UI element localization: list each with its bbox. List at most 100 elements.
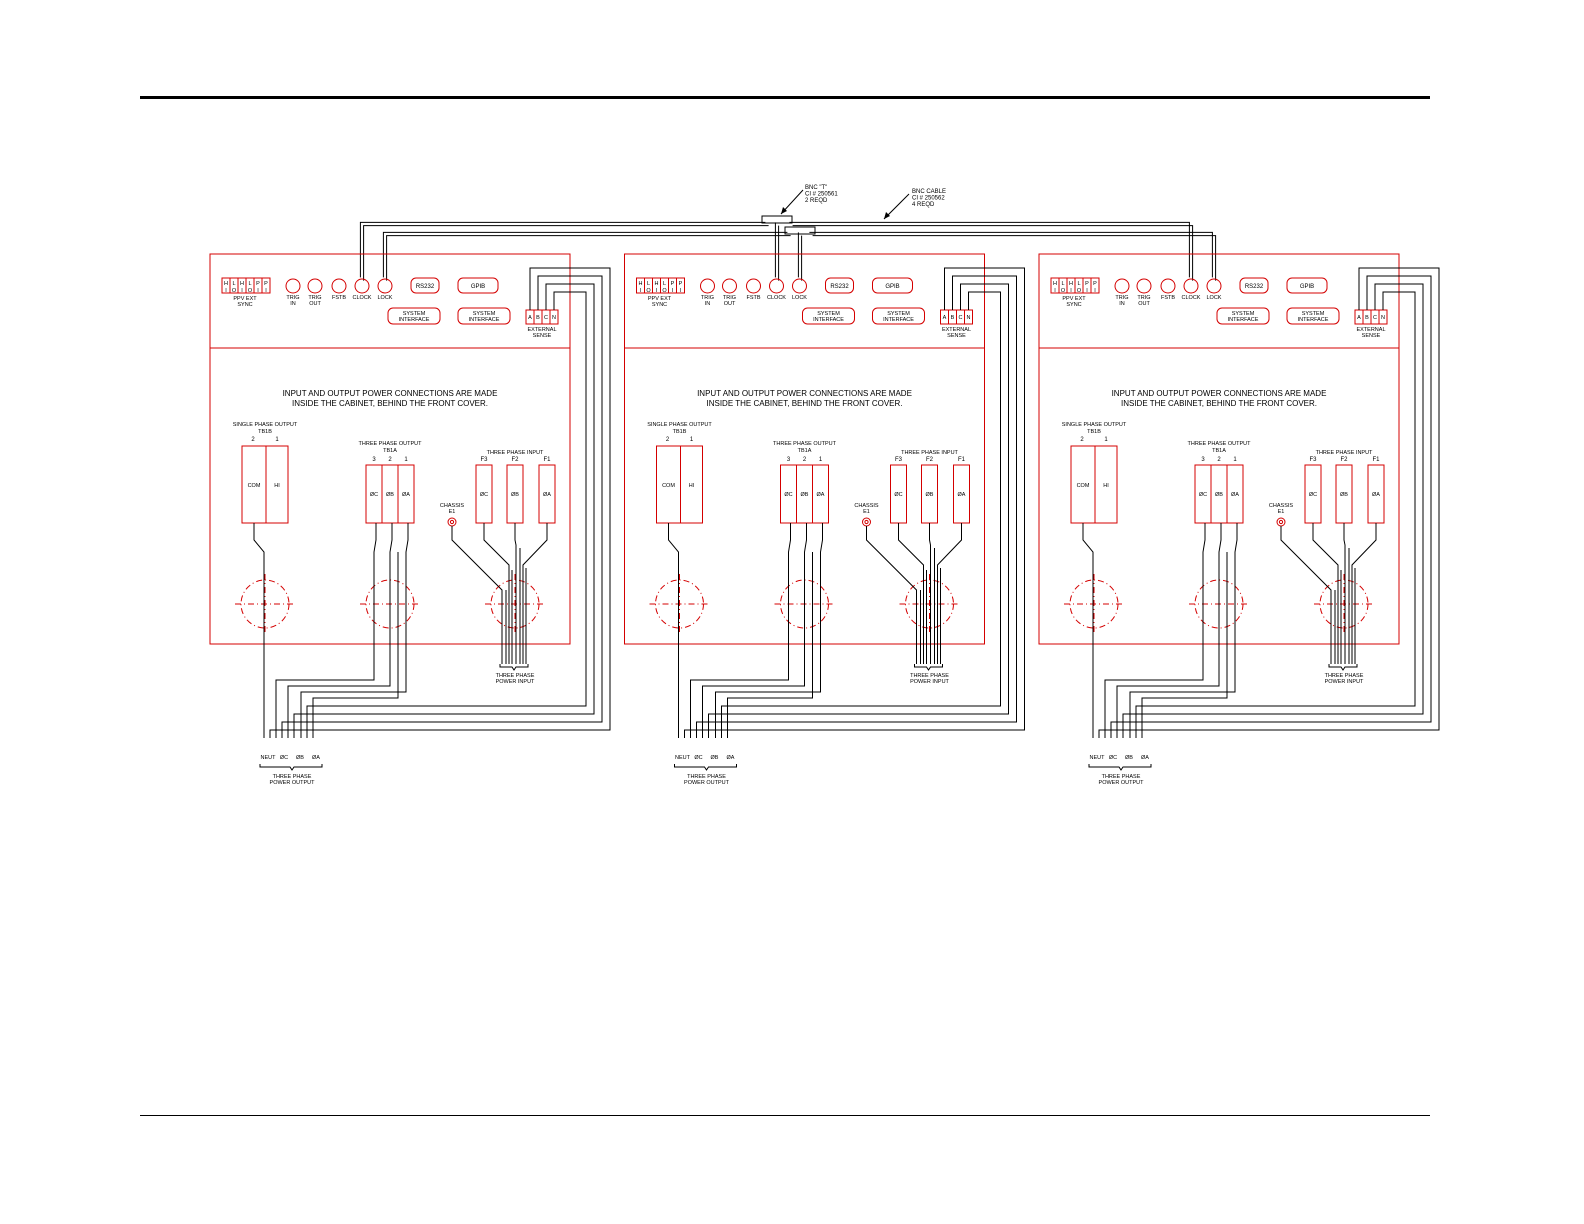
terminal-label: COM: [662, 483, 675, 489]
pin-label: 1: [690, 437, 694, 443]
terminal-label: ØA: [958, 492, 966, 498]
sense-terminal-label: C: [544, 315, 548, 321]
single-phase-title: TB1B: [673, 429, 687, 435]
wire-input-phase: [1343, 523, 1346, 664]
terminal-label: ØC: [1199, 492, 1207, 498]
rs232-port: [410, 277, 440, 294]
sync-switch-letter: H: [1053, 281, 1057, 287]
terminal-label: ØC: [480, 492, 488, 498]
terminal-label: ØB: [801, 492, 809, 498]
bnc-connector-icon: [331, 278, 347, 294]
sync-switch-letter: P: [1093, 281, 1097, 287]
terminal-label: ØA: [402, 492, 410, 498]
wire-input-phase: [483, 523, 510, 664]
wire-input-phase: [522, 523, 548, 664]
bnc-connector-icon: [700, 278, 715, 294]
clock-cable: [789, 221, 1190, 278]
wire-sense: [708, 283, 1009, 738]
sync-switch-letter: H: [240, 281, 244, 287]
bnc-tee-callout: CI # 250561: [805, 192, 838, 198]
sync-switch-state: I: [640, 288, 642, 294]
sense-caption: EXTERNAL: [527, 327, 556, 333]
wire-sense: [1135, 291, 1416, 738]
sense-terminal-label: A: [943, 315, 947, 321]
sense-caption: SENSE: [947, 333, 966, 339]
lock-cable: [812, 235, 1217, 281]
output-wire-label: ØA: [1141, 755, 1149, 761]
gpib-port: [872, 277, 913, 294]
wire-sense: [269, 267, 611, 738]
chassis-label: E1: [863, 509, 870, 515]
sync-switch-state: I: [1086, 288, 1088, 294]
wire-input-phase: [514, 523, 517, 664]
system-interface-label: SYSTEM: [1302, 311, 1325, 317]
wire-chassis-ground: [451, 526, 503, 664]
bnc-cable-callout: 4 REQD: [912, 202, 935, 208]
output-wire-label: ØB: [711, 755, 719, 761]
sync-switch-letter: L: [232, 281, 235, 287]
wire-output-phase: [1141, 552, 1228, 738]
wire-output-phase: [1129, 523, 1238, 738]
bnc-cable-callout: BNC CABLE: [912, 189, 946, 195]
wire-sense: [1110, 275, 1432, 738]
input-brace: [499, 664, 529, 671]
wire-output-phase: [702, 523, 807, 738]
pin-label: 2: [803, 457, 807, 463]
terminal-label: HI: [689, 483, 695, 489]
wire-sense: [306, 291, 587, 738]
gpib-label: GPIB: [1300, 284, 1314, 290]
chassis-ground-icon: [449, 519, 455, 525]
three-phase-output-title: THREE PHASE OUTPUT: [773, 441, 837, 447]
chassis-ground-icon: [1276, 517, 1286, 527]
sync-switch-letter: H: [1069, 281, 1073, 287]
sync-switch-state: I: [257, 288, 259, 294]
sync-switch-letter: H: [639, 281, 643, 287]
sync-switch-letter: H: [655, 281, 659, 287]
power-input-caption: THREE PHASE: [496, 673, 535, 679]
bnc-connector-icon: [307, 278, 323, 294]
sync-switch-letter: P: [256, 281, 260, 287]
notice-text: INPUT AND OUTPUT POWER CONNECTIONS ARE M…: [1112, 389, 1327, 398]
wire-sense: [684, 267, 1025, 738]
rs232-label: RS232: [416, 284, 435, 290]
fuse-label: F2: [926, 457, 934, 463]
sync-switch-state: I: [680, 288, 682, 294]
three-phase-input-title: THREE PHASE INPUT: [1316, 450, 1373, 456]
single-phase-title: SINGLE PHASE OUTPUT: [233, 422, 298, 428]
wire-output-phase: [1104, 523, 1206, 738]
sense-terminal-label: A: [1357, 315, 1361, 321]
sync-switch-letter: L: [647, 281, 650, 287]
pin-label: 2: [666, 437, 670, 443]
wire-sense: [281, 275, 603, 738]
terminal-label: ØB: [1215, 492, 1223, 498]
chassis-label: E1: [1278, 509, 1285, 515]
lock-cable: [809, 231, 1213, 278]
bnc-label: TRIG: [308, 295, 321, 301]
chassis-ground-icon: [447, 517, 457, 527]
rs232-port: [825, 277, 854, 294]
system-interface-port: [872, 307, 925, 325]
system-interface-port: [387, 307, 441, 325]
sense-terminal-label: A: [528, 315, 532, 321]
sense-caption: EXTERNAL: [942, 327, 971, 333]
sync-caption: PPV EXT: [233, 296, 257, 302]
sync-switch-state: O: [1061, 288, 1066, 294]
sync-caption: SYNC: [1066, 302, 1081, 308]
output-wire-label: ØB: [1125, 755, 1133, 761]
sync-switch-state: I: [656, 288, 658, 294]
terminal-block: [1226, 464, 1244, 524]
clock-cable: [792, 225, 1194, 281]
terminal-label: HI: [274, 483, 280, 489]
terminal-label: ØA: [1231, 492, 1239, 498]
single-phase-title: TB1B: [1087, 429, 1101, 435]
output-wire-label: ØC: [280, 755, 288, 761]
sync-switch-letter: P: [671, 281, 675, 287]
system-interface-label: INTERFACE: [469, 317, 500, 323]
wire-sense: [696, 275, 1017, 738]
bnc-connector-icon: [1136, 278, 1152, 294]
pin-label: 1: [819, 457, 823, 463]
